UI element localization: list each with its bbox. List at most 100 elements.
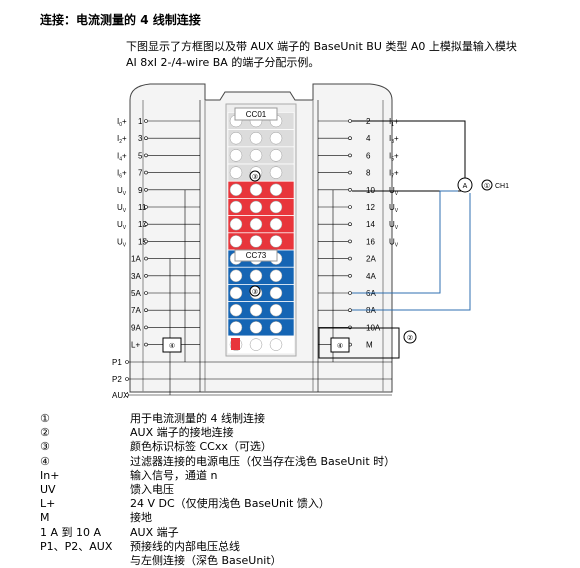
legend-row: P1、P2、AUX 预接线的内部电压总线 <box>40 540 395 554</box>
terminal-screw <box>249 149 263 162</box>
terminal-point <box>348 239 352 244</box>
terminal-point <box>144 342 148 347</box>
legend-description: 24 V DC（仅使用浅色 BaseUnit 馈入） <box>130 497 330 511</box>
left-terminal-number: 11 <box>138 203 147 212</box>
colorcode-top: CC01 <box>246 110 267 119</box>
colorcode-top-frame <box>234 107 278 121</box>
ammeter-label: A <box>463 183 468 190</box>
legend-symbol: M <box>40 511 50 525</box>
right-terminal-number: 12 <box>366 203 375 212</box>
terminal-point <box>348 170 352 175</box>
terminal-point <box>144 256 148 261</box>
legend-symbol: L+ <box>40 497 56 511</box>
terminal-screw <box>229 217 243 231</box>
terminal-point <box>348 136 352 140</box>
terminal-point <box>144 170 148 175</box>
legend-description: 颜色标识标签 CCxx（可选） <box>130 440 272 454</box>
terminal-screw <box>229 200 243 214</box>
legend-description: 预接线的内部电压总线 <box>130 539 240 553</box>
terminal-point <box>348 119 352 123</box>
terminal-point <box>348 153 352 158</box>
bus-terminal <box>125 377 129 381</box>
terminal-point <box>144 136 148 140</box>
colorcode-bottom: CC73 <box>246 251 267 260</box>
legend-description: 接地 <box>130 511 152 525</box>
terminal-point <box>348 308 352 313</box>
legend-row: In+输入信号，通道 n <box>40 469 395 483</box>
terminal-screw <box>249 269 263 283</box>
terminal-screw <box>229 235 243 248</box>
legend-symbol: ③ <box>40 440 50 454</box>
legend-symbol: UV <box>40 483 56 497</box>
terminal-screw <box>269 235 283 248</box>
terminal-screw <box>229 166 243 179</box>
terminal-point <box>144 119 148 123</box>
bus-label: P1 <box>112 358 122 367</box>
terminal-point <box>144 188 148 192</box>
terminal-screw <box>249 303 263 317</box>
terminal-screw <box>249 235 263 248</box>
right-terminal-number: 8A <box>366 306 376 315</box>
terminal-screw <box>269 166 283 179</box>
terminal-screw <box>269 303 283 317</box>
marker-2-circle <box>403 330 417 344</box>
legend-symbol: P1、P2、AUX <box>40 539 113 553</box>
terminal-point <box>348 222 352 226</box>
terminal-screw <box>269 200 283 214</box>
terminal-screw <box>269 217 283 231</box>
marker-3-top: ③ <box>252 173 258 181</box>
legend-description: 过滤器连接的电源电压（仅当存在浅色 BaseUnit 时） <box>130 454 396 468</box>
terminal-point <box>348 256 352 261</box>
wire-aux-6a <box>352 190 458 294</box>
bus-label: P2 <box>112 375 122 384</box>
terminal-screw <box>269 321 283 334</box>
marker-1-circle <box>481 179 493 191</box>
left-terminal-number: 3 <box>138 134 143 143</box>
terminal-point <box>348 205 352 209</box>
colorcode-bottom-frame <box>234 249 278 262</box>
terminal-point <box>348 273 352 278</box>
terminal-blocks <box>227 112 295 354</box>
left-terminal-number: 1 <box>138 117 143 126</box>
right-terminal-number: 14 <box>366 220 375 229</box>
terminal-screw <box>269 338 283 351</box>
left-label: UV <box>117 203 127 214</box>
intro-line-1: 下图显示了方框图以及带 AUX 端子的 BaseUnit BU 类型 A0 上模… <box>126 40 517 53</box>
terminal-point <box>144 205 148 209</box>
legend-description: 馈入电压 <box>130 483 174 497</box>
left-label: 3A <box>131 272 141 281</box>
marker-4-right: ④ <box>337 342 343 350</box>
intro-line-2: AI 8xI 2-/4-wire BA 的端子分配示例。 <box>126 56 320 69</box>
bus-terminal <box>125 360 129 364</box>
right-terminal-number: 4 <box>366 134 371 143</box>
left-terminal-number: 9 <box>138 186 143 195</box>
legend-symbol: ② <box>40 426 50 440</box>
terminal-screw <box>269 131 283 145</box>
bus-terminal <box>125 393 129 397</box>
terminal-screw <box>229 321 243 334</box>
legend-row: M 接地 <box>40 511 395 525</box>
left-label: I2+ <box>117 134 127 145</box>
legend-description: 输入信号，通道 n <box>130 468 218 482</box>
aux-ground-frame <box>318 327 400 359</box>
legend-row: UV 馈入电压 <box>40 483 395 497</box>
left-terminal-number: 13 <box>138 220 147 229</box>
marker-3-bottom: ③ <box>252 288 258 296</box>
terminal-screw <box>269 149 283 162</box>
legend-row: L+ 24 V DC（仅使用浅色 BaseUnit 馈入） <box>40 497 395 511</box>
legend-description: 与左侧连接（深色 BaseUnit） <box>130 554 282 568</box>
left-label: UV <box>117 220 127 231</box>
heading-label: 连接： <box>40 13 77 27</box>
right-label: I3+ <box>389 134 399 145</box>
terminal-screw <box>249 131 263 145</box>
heading-title: 电流测量的 4 线制连接 <box>76 13 201 27</box>
terminal-point <box>144 239 148 244</box>
right-terminal-number: 4A <box>366 272 376 281</box>
right-label: UV <box>389 203 399 214</box>
filter-box-right <box>330 337 350 353</box>
terminal-point <box>144 291 148 295</box>
